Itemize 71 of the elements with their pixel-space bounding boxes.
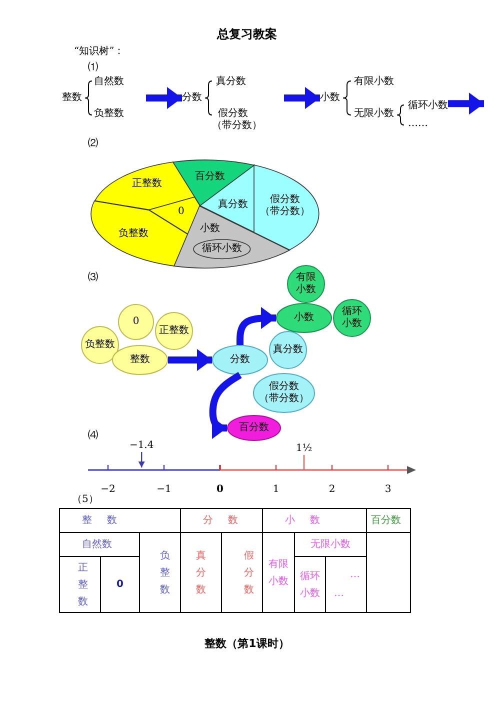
term-label: 整数	[62, 92, 82, 104]
bubble-label: 假分数	[269, 381, 299, 392]
term-label: 有限小数	[354, 76, 394, 88]
block-arrow	[284, 87, 320, 109]
leader-line	[303, 455, 305, 470]
term-label: 真分数	[216, 76, 246, 88]
section-heading: 整数（第1课时）	[204, 638, 290, 650]
table-text: …	[350, 569, 360, 581]
bubble-label: 真分数	[273, 344, 303, 356]
table-text: 负整数	[160, 549, 170, 597]
tick-label: −2	[100, 484, 116, 496]
region-label: 小数	[200, 222, 220, 235]
table-text: 无限小数	[310, 538, 350, 550]
term-label: 循环小数	[408, 100, 448, 112]
table-text: 百分数	[371, 514, 401, 526]
term-label: ……	[408, 118, 428, 130]
tick-label: −1	[156, 484, 172, 496]
value-label: −1.4	[129, 440, 154, 452]
tick-label: 0	[216, 484, 224, 496]
table-text: 有限小数	[268, 558, 289, 588]
part-number: ⑶	[88, 272, 98, 284]
bubble-label: 0	[132, 316, 140, 328]
leader-arrow	[138, 452, 145, 468]
table-text: 整 数	[82, 514, 118, 526]
bubble-label: 正整数	[159, 325, 189, 337]
part-number: ⑴	[88, 62, 98, 74]
region-label: 真分数	[218, 198, 248, 211]
block-arrow	[146, 87, 182, 109]
term-label: 自然数	[94, 76, 124, 88]
part-number: ⑵	[88, 138, 98, 150]
table-text: 正整数	[78, 561, 88, 609]
tick-label: 2	[328, 484, 336, 496]
table-text: 循环小数	[300, 570, 320, 600]
block-arrow	[168, 349, 212, 371]
term-label: （带分数）	[212, 120, 262, 132]
table-text: 0	[116, 578, 124, 590]
part-number: ⑷	[88, 430, 98, 442]
tick-label: 3	[384, 484, 392, 496]
table-text: 分 数	[203, 514, 238, 526]
bubble-label: （带分数）	[259, 393, 309, 405]
table-text: 自然数	[82, 538, 112, 550]
region-label: 假分数	[270, 194, 300, 206]
term-label: 无限小数	[354, 108, 394, 120]
region-label: 0	[178, 206, 184, 218]
bubble-label: 分数	[230, 354, 250, 366]
part-number: （5）	[72, 494, 98, 506]
bubble-label: 整数	[130, 354, 150, 366]
page-title: 总复习教案	[217, 28, 277, 40]
region-label: 负整数	[118, 228, 149, 240]
table-text: 小 数	[285, 514, 320, 526]
region-label: 循环小数	[202, 242, 242, 255]
curved-arrow	[209, 372, 242, 439]
block-arrow	[448, 92, 484, 115]
bubble-label: 循环小数	[342, 306, 362, 330]
table-text: 真分数	[196, 549, 206, 597]
table-text: 假分数	[244, 549, 254, 597]
value-label: 1½	[296, 443, 312, 455]
bubble-label: 小数	[294, 312, 314, 324]
region-label: （带分数）	[260, 206, 310, 218]
term-label: 负整数	[94, 108, 124, 120]
region-label: 百分数	[195, 171, 226, 184]
term-label: 假分数	[218, 108, 249, 120]
table-text: …	[334, 588, 344, 600]
tick-label: 1	[272, 484, 280, 496]
term-label: 分数	[182, 92, 202, 104]
term-label: 小数	[320, 92, 340, 104]
region-label: 正整数	[132, 178, 162, 190]
bubble-label: 百分数	[239, 422, 269, 434]
bubble-label: 有限小数	[296, 272, 316, 296]
intro-text: “知识树”：	[74, 46, 124, 58]
bubble-label: 负整数	[85, 339, 115, 351]
